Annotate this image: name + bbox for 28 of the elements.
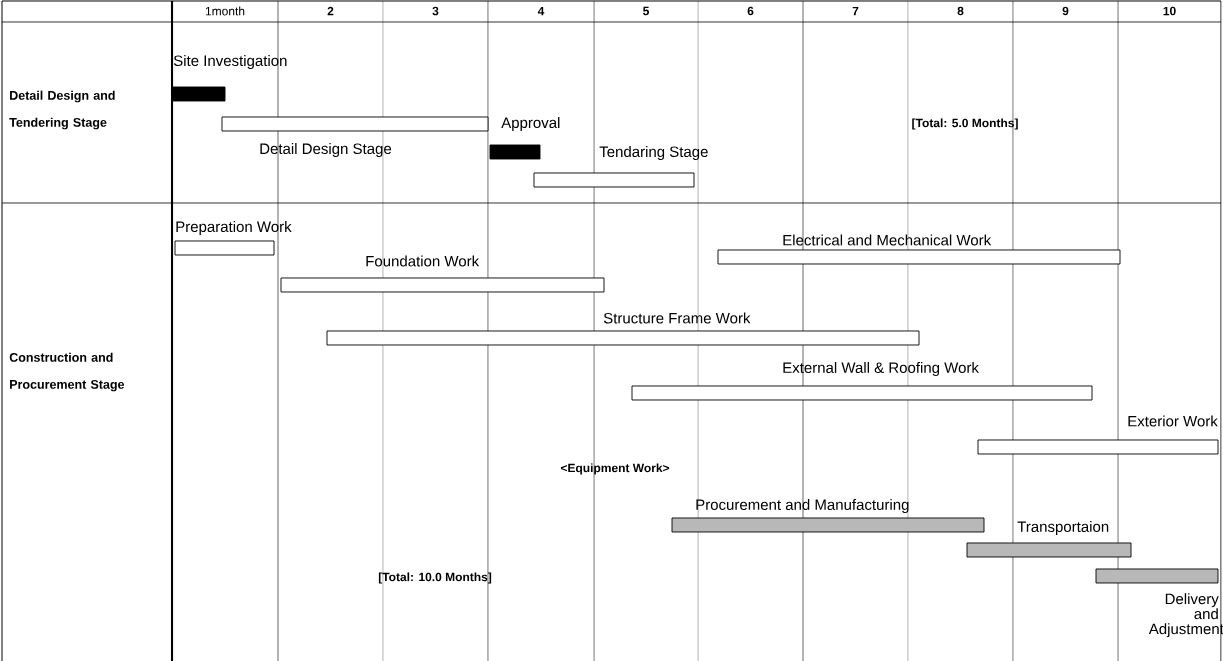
- task-label: Detail Design Stage: [260, 143, 392, 157]
- task-label: Site Investigation: [173, 55, 287, 69]
- row-header: Detail Design and Tendering Stage: [9, 90, 115, 130]
- task-label: Electrical and Mechanical Work: [783, 234, 992, 246]
- task-label: Structure Frame Work: [603, 312, 751, 324]
- task-label: Procurement and Manufacturing: [696, 499, 909, 513]
- column-header: 7: [852, 6, 859, 16]
- row-header: Construction and Procurement Stage: [9, 352, 125, 392]
- column-header: 10: [1163, 6, 1176, 16]
- column-header: 2: [327, 6, 334, 16]
- column-header: 8: [957, 6, 964, 16]
- task-label: External Wall & Roofing Work: [783, 362, 979, 376]
- column-header: 3: [432, 6, 439, 16]
- column-header: 6: [747, 6, 754, 16]
- task-label: Tendaring Stage: [599, 146, 708, 160]
- note: [Total: 5.0 Months]: [912, 118, 1018, 130]
- note: [Total: 10.0 Months]: [378, 572, 492, 584]
- task-label: Preparation Work: [176, 221, 292, 235]
- column-header: 1month: [205, 6, 245, 16]
- column-header: 5: [643, 6, 649, 16]
- task-label: Transportaion: [1017, 521, 1109, 535]
- task-label: Exterior Work: [1128, 415, 1218, 427]
- task-label: Approval: [501, 117, 560, 131]
- column-header: 4: [537, 6, 545, 16]
- note: <Equipment Work>: [560, 463, 670, 475]
- task-label: Delivery and Adjustment: [1148, 593, 1223, 638]
- column-header: 9: [1062, 6, 1069, 16]
- task-label: Foundation Work: [366, 255, 480, 267]
